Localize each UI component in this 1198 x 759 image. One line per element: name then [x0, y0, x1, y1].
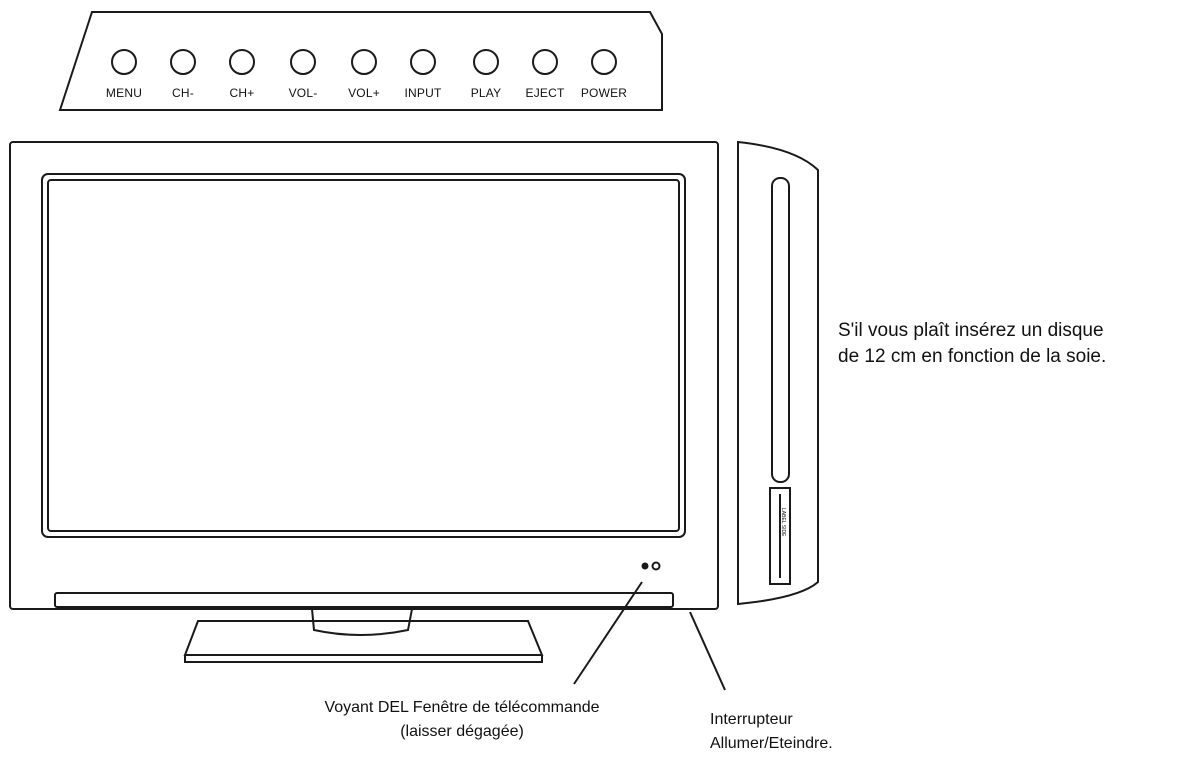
button-vol-minus — [290, 49, 316, 75]
callout-lines — [573, 581, 726, 691]
button-ch-plus — [229, 49, 255, 75]
stand-neck — [311, 608, 413, 636]
led-callout-line2: (laisser dégagée) — [400, 723, 524, 740]
button-vol-plus — [351, 49, 377, 75]
tv-speaker-bar — [54, 592, 674, 608]
led-callout: Voyant DEL Fenêtre de télécommande (lais… — [252, 696, 672, 744]
disc-note-line1: S'il vous plaît insérez un disque — [838, 320, 1104, 341]
tv-front — [9, 141, 719, 610]
tv-bezel — [9, 141, 719, 610]
led-callout-line1: Voyant DEL Fenêtre de télécommande — [324, 699, 600, 716]
led-indicator-icon — [641, 562, 649, 570]
control-panel — [58, 11, 663, 111]
button-label: EJECT — [525, 86, 565, 100]
disc-note: S'il vous plaît insérez un disque de 12 … — [838, 318, 1106, 370]
remote-sensor-icon — [651, 561, 661, 571]
button-label: CH+ — [229, 86, 255, 100]
button-power — [591, 49, 617, 75]
button-label: POWER — [580, 86, 628, 100]
button-label: VOL+ — [348, 86, 380, 100]
button-label: INPUT — [404, 86, 442, 100]
button-ch-minus — [170, 49, 196, 75]
stand-base-bottom — [184, 655, 543, 663]
button-menu — [111, 49, 137, 75]
tv-side-view — [737, 140, 819, 606]
power-callout-line — [689, 611, 726, 691]
button-label: VOL- — [288, 86, 318, 100]
disc-note-line2: de 12 cm en fonction de la soie. — [838, 346, 1107, 367]
button-eject — [532, 49, 558, 75]
slot-label-text: LABEL SIDE — [780, 508, 786, 537]
tv-screen-inner — [47, 179, 680, 532]
button-row — [111, 49, 617, 75]
stand-base-top — [183, 620, 544, 656]
button-label: CH- — [172, 86, 194, 100]
led-callout-line — [573, 581, 643, 685]
power-callout-line2: Allumer/Eteindre. — [710, 735, 833, 752]
power-callout-line1: Interrupteur — [710, 711, 793, 728]
slot-label-box — [769, 487, 791, 585]
disc-slot — [771, 177, 790, 483]
button-label: PLAY — [470, 86, 502, 100]
button-input — [410, 49, 436, 75]
tv-stand — [183, 608, 544, 663]
button-label: MENU — [105, 86, 143, 100]
button-play — [473, 49, 499, 75]
power-callout: Interrupteur Allumer/Eteindre. — [710, 708, 833, 756]
side-outline — [737, 140, 819, 606]
tv-screen-outer — [41, 173, 686, 538]
control-panel-outline — [58, 11, 663, 111]
